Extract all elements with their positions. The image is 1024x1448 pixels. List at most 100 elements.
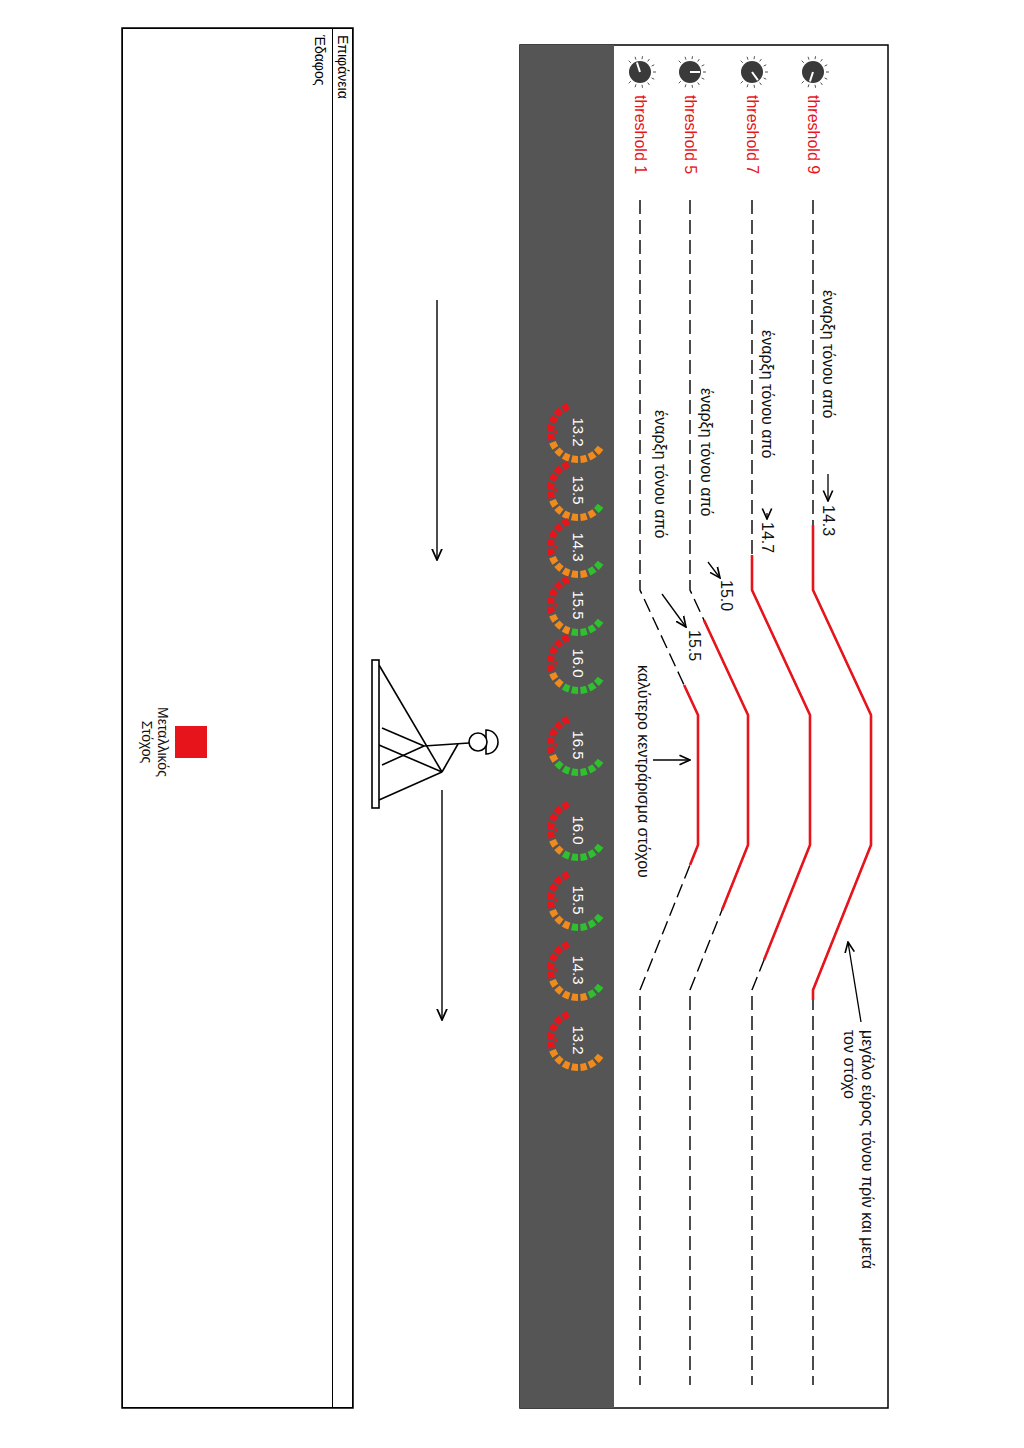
gauge-segment — [554, 760, 563, 769]
gauge-segment — [571, 570, 578, 578]
knob-tick — [741, 81, 743, 83]
gauge-segment — [547, 424, 555, 431]
gauge-segment — [554, 581, 563, 590]
gauge-arc — [547, 634, 603, 694]
gauge-segment — [588, 509, 597, 518]
threshold-label: threshold 7 — [743, 95, 761, 174]
gauge-segment — [547, 548, 555, 555]
gauge-segment — [571, 628, 578, 636]
gauge-segment — [554, 678, 563, 687]
gauge-segment — [580, 853, 588, 861]
gauge-segment — [562, 625, 571, 634]
knob-tick — [815, 56, 816, 59]
gauge-segment — [547, 892, 555, 899]
knob-tick — [747, 57, 749, 60]
knob-tick — [741, 61, 743, 63]
gauge-segment — [547, 539, 555, 546]
person-with-detector — [372, 660, 498, 808]
tone-start-value: 14.7 — [758, 522, 776, 553]
gauge-segment — [547, 664, 555, 671]
knob-tick — [702, 65, 705, 66]
gauge-segment — [554, 639, 563, 648]
gauge-dot — [554, 488, 558, 492]
gauge-segment — [554, 1016, 563, 1025]
knob-tick — [808, 57, 810, 60]
gauge-segment — [549, 728, 558, 737]
gauge-segment — [549, 646, 558, 655]
gauge-segment — [549, 839, 558, 848]
surface-strip: Επιφάνεια — [332, 28, 353, 1408]
gauge-segment — [588, 989, 597, 998]
gauge-arcs — [547, 403, 603, 1071]
gauge-segment — [554, 1055, 563, 1064]
gauge-dot — [554, 545, 558, 549]
gauge-readout: 13.2 — [569, 408, 587, 456]
gauge-dot — [554, 828, 558, 832]
gauge-segment — [547, 655, 555, 662]
knob — [629, 56, 656, 88]
gauge-segment — [571, 768, 578, 776]
knob-tick — [635, 57, 637, 60]
gauge-segment — [549, 979, 558, 988]
gauge-segment — [562, 765, 571, 774]
gauge-segment — [594, 446, 603, 455]
gauge-segment — [549, 909, 558, 918]
knob-tick — [685, 57, 687, 60]
gauge-segment — [554, 620, 563, 629]
gauge-segment — [562, 683, 571, 692]
threshold-label: threshold 5 — [681, 95, 699, 174]
gauge-segment — [594, 619, 603, 628]
knob-tick — [629, 81, 631, 83]
gauge-readout: 15.5 — [569, 876, 587, 924]
gauge-segment — [594, 1054, 603, 1063]
knob-tick — [642, 56, 643, 59]
gauge-segment — [580, 993, 588, 1001]
gauge-segment — [547, 962, 555, 969]
gauge-segment — [547, 606, 555, 613]
gauge-segment — [549, 672, 558, 681]
tone-range — [704, 620, 748, 910]
knob-tick — [642, 85, 643, 88]
knob-pointer — [637, 62, 640, 72]
gauge-segment — [549, 499, 558, 508]
knob-tick — [821, 83, 823, 85]
knob-tick — [703, 72, 706, 73]
gauge-readout: 13.5 — [569, 466, 587, 514]
gauge-arc — [547, 461, 603, 521]
knob-tick — [760, 59, 762, 61]
threshold-lines — [640, 200, 871, 1385]
gauge-segment — [549, 1049, 558, 1058]
gauge-segment — [571, 455, 578, 463]
gauge-segment — [547, 433, 555, 440]
gauge-segment — [547, 482, 555, 489]
tone-start-note: έναρξη τόνου από — [651, 410, 669, 539]
knob — [679, 56, 706, 88]
gauge-segment — [554, 806, 563, 815]
gauge-arc — [547, 518, 603, 578]
knob-pointer — [810, 72, 813, 82]
region-label: Έδαφος — [312, 35, 328, 85]
centering-note: καλύτερο κεντράρισμα στόχου — [634, 665, 652, 878]
gauge-segment — [547, 491, 555, 498]
gauge-segment — [561, 403, 570, 412]
gauge-segment — [594, 504, 603, 513]
gauge-value: 16.0 — [570, 648, 587, 677]
range-note: μεγάλο εύρος τόνου πρίν και μετά τον στό… — [840, 1030, 876, 1270]
gauge-value: 14.3 — [570, 532, 587, 561]
gauge-segment — [588, 849, 597, 858]
gauge-segment — [549, 473, 558, 482]
gauge-segment — [561, 518, 570, 527]
knob-tick — [754, 85, 755, 88]
gauge-segment — [580, 628, 588, 636]
gauge-segment — [561, 576, 570, 585]
knob-tick — [692, 56, 693, 59]
gauge-segment — [588, 451, 597, 460]
knob-tick — [760, 83, 762, 85]
gauge-segment — [571, 686, 578, 694]
knob-pointer — [690, 71, 700, 73]
gauge-segment — [547, 597, 555, 604]
gauge-segment — [547, 1032, 555, 1039]
gauge-segment — [588, 624, 597, 633]
knob-tick — [698, 59, 700, 61]
gauge-segment — [580, 570, 588, 578]
